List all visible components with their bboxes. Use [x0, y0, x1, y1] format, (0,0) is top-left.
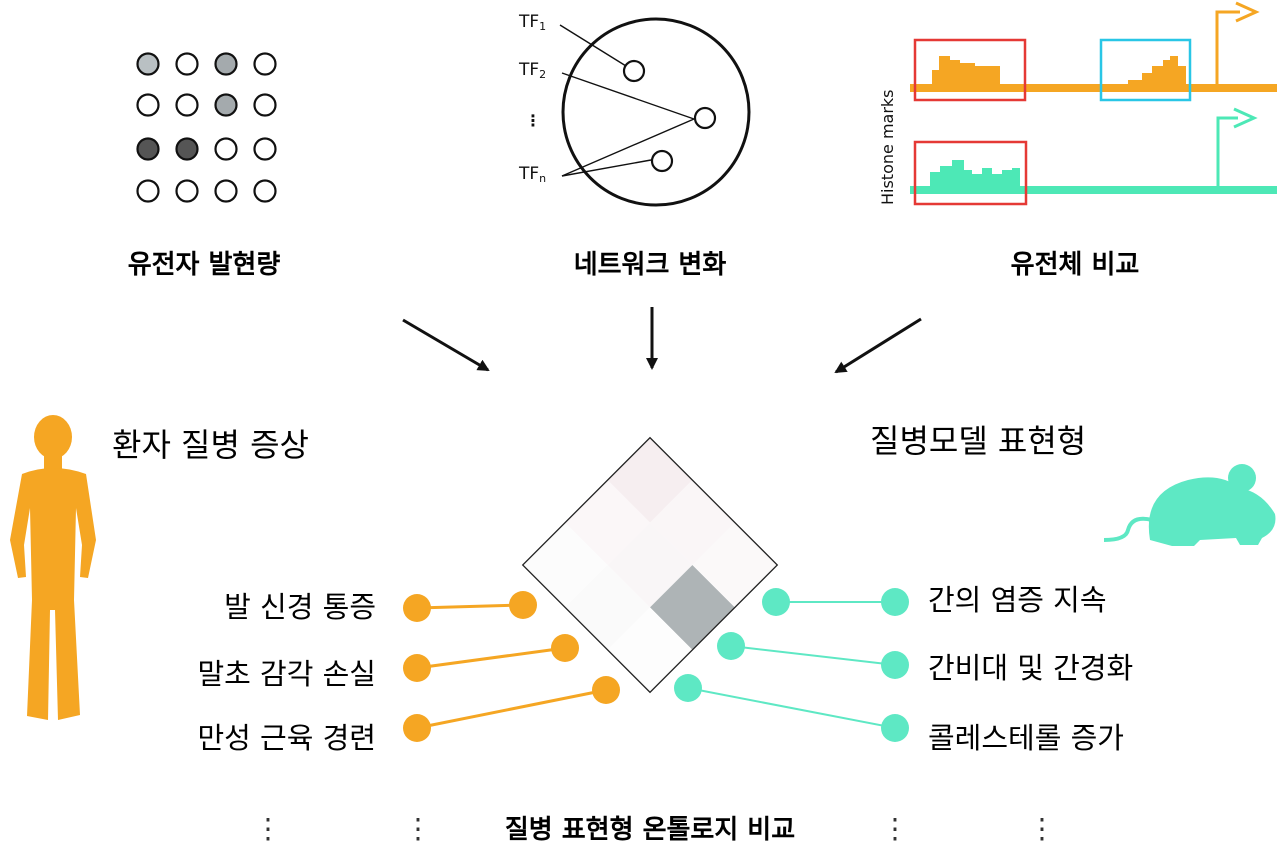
model-phenotype-item: 간의 염증 지속: [928, 583, 1107, 617]
tss-arrow-line: [1216, 116, 1238, 188]
diamond-border: [521, 436, 779, 694]
highlight-box-red: [913, 38, 1027, 102]
tf-labels: TF1 TF2 ⋮ TFn: [518, 12, 546, 185]
network-node: [693, 106, 717, 130]
expression-dot: [214, 137, 238, 161]
expression-dot: [136, 52, 160, 76]
patient-connectors: [403, 591, 620, 742]
histone-peak: [930, 160, 1020, 188]
vertical-ellipsis-icon: ⋮: [1028, 812, 1056, 845]
expression-dot: [175, 52, 199, 76]
tf-label-ellipsis: ⋮: [525, 111, 541, 130]
network-edge: [561, 72, 695, 120]
genome-compare-panel: Histone marks 유전체 비교: [878, 1, 1277, 280]
network-change-panel: TF1 TF2 ⋮ TFn 네트워크 변화: [518, 12, 751, 280]
expression-dot: [175, 137, 199, 161]
tf-label: TF2: [518, 60, 546, 81]
gene-expression-panel: 유전자 발현량: [128, 52, 281, 280]
footer-ellipses: ⋮ ⋮ ⋮ ⋮: [254, 812, 1056, 845]
expression-dot: [253, 179, 277, 203]
connector-dot: [674, 674, 702, 702]
connector-dot: [592, 676, 620, 704]
connector-line: [416, 688, 607, 730]
patient-symptom-list: 발 신경 통증 말초 감각 손실 만성 근육 경련: [197, 590, 376, 755]
network-edge: [559, 24, 627, 67]
diamond-cell: [607, 522, 693, 608]
patient-symptom-item: 발 신경 통증: [224, 590, 376, 624]
expression-dot: [214, 179, 238, 203]
model-phenotype-item: 간비대 및 간경화: [928, 651, 1133, 685]
connector-dot: [403, 714, 431, 742]
arrow-icon: [834, 317, 922, 374]
histone-track-green: [910, 107, 1277, 206]
track-baseline: [910, 186, 1277, 194]
network-change-title: 네트워크 변화: [574, 250, 727, 280]
connector-dot: [762, 588, 790, 616]
expression-dot: [214, 52, 238, 76]
network-node: [622, 59, 646, 83]
histone-peak: [1128, 56, 1186, 86]
vertical-ellipsis-icon: ⋮: [404, 812, 432, 845]
histone-peak: [932, 56, 1000, 86]
model-connectors: [674, 588, 909, 742]
connector-line: [730, 645, 896, 666]
footer-title: 질병 표현형 온톨로지 비교: [505, 815, 795, 845]
track-baseline: [910, 84, 1277, 92]
connector-dot: [717, 632, 745, 660]
patient-symptoms-heading: 환자 질병 증상: [112, 426, 309, 464]
network-edges: [559, 24, 695, 177]
expression-dot: [175, 93, 199, 117]
connector-line: [687, 687, 896, 729]
expression-dot: [136, 93, 160, 117]
network-nodes: [622, 59, 717, 173]
expression-dot: [175, 179, 199, 203]
network-edge: [561, 159, 652, 177]
mouse-icon: [1103, 464, 1276, 546]
highlight-box-red: [913, 140, 1028, 206]
connector-dot: [881, 651, 909, 679]
gene-expression-title: 유전자 발현량: [128, 250, 281, 280]
vertical-ellipsis-icon: ⋮: [254, 812, 282, 845]
expression-dot: [136, 137, 160, 161]
patient-symptom-item: 말초 감각 손실: [197, 657, 376, 691]
ontology-diamond: [521, 436, 779, 694]
connector-line: [416, 603, 524, 610]
network-boundary: [561, 17, 751, 207]
network-node: [650, 149, 674, 173]
connector-dot: [509, 591, 537, 619]
expression-dot: [136, 179, 160, 203]
histone-track-orange: [910, 1, 1277, 102]
genome-compare-title: 유전체 비교: [1011, 250, 1140, 280]
tss-arrow-head-icon: [1235, 1, 1260, 23]
vertical-ellipsis-icon: ⋮: [881, 812, 909, 845]
converging-arrows: [402, 307, 922, 374]
connector-dot: [551, 634, 579, 662]
expression-dot-grid: [136, 52, 277, 203]
connector-dot: [403, 654, 431, 682]
tf-label: TF1: [518, 12, 546, 33]
model-phenotype-list: 간의 염증 지속 간비대 및 간경화 콜레스테롤 증가: [928, 583, 1133, 755]
highlight-box-cyan: [1099, 38, 1192, 102]
tss-arrow-line: [1215, 10, 1240, 86]
human-figure-icon: [10, 415, 96, 720]
histone-marks-label: Histone marks: [878, 89, 897, 205]
connector-line: [416, 646, 566, 670]
expression-dot: [253, 52, 277, 76]
tf-label: TFn: [518, 164, 546, 185]
network-edge: [561, 118, 695, 177]
expression-dot: [253, 93, 277, 117]
patient-symptom-item: 만성 근육 경련: [197, 721, 376, 755]
connector-dot: [881, 588, 909, 616]
arrow-icon: [402, 318, 490, 372]
connector-dot: [403, 594, 431, 622]
connector-dot: [881, 714, 909, 742]
expression-dot: [214, 93, 238, 117]
tss-arrow-head-icon: [1233, 107, 1258, 129]
expression-dot: [253, 137, 277, 161]
model-phenotype-heading: 질병모델 표현형: [870, 422, 1086, 460]
model-phenotype-item: 콜레스테롤 증가: [928, 721, 1124, 755]
